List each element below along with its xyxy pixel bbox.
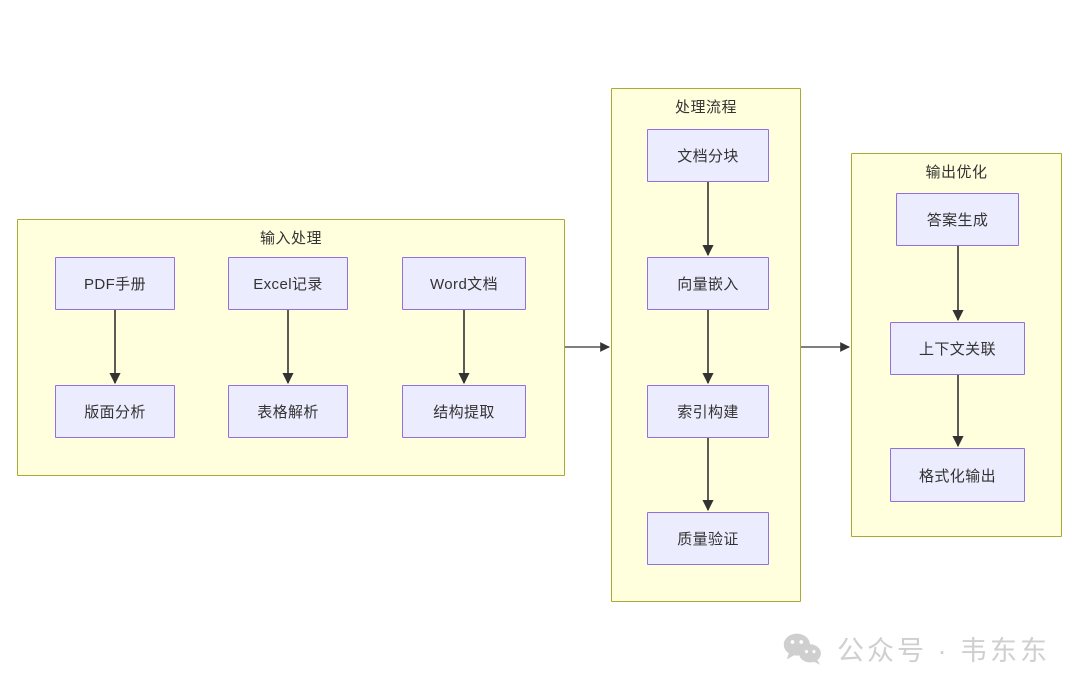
watermark-text: 公众号 · 韦东东 (837, 636, 1050, 666)
cluster-title-processing-flow: 处理流程 (674, 99, 737, 116)
node-structure-extraction[interactable]: 结构提取 (402, 385, 526, 438)
node-document-chunking[interactable]: 文档分块 (647, 129, 769, 182)
watermark: 公众号 · 韦东东 (782, 629, 1050, 668)
wechat-icon (783, 633, 821, 665)
node-formatted-output[interactable]: 格式化输出 (890, 448, 1025, 502)
node-word-document[interactable]: Word文档 (402, 257, 526, 310)
node-table-parsing[interactable]: 表格解析 (228, 385, 348, 438)
node-quality-verification[interactable]: 质量验证 (647, 512, 769, 565)
node-excel-record[interactable]: Excel记录 (228, 257, 348, 310)
node-index-building[interactable]: 索引构建 (647, 385, 769, 438)
cluster-title-output-optimization: 输出优化 (925, 164, 988, 181)
node-context-association[interactable]: 上下文关联 (890, 322, 1025, 375)
node-answer-generation[interactable]: 答案生成 (896, 193, 1019, 246)
node-pdf-manual[interactable]: PDF手册 (55, 257, 175, 310)
cluster-title-input-processing: 输入处理 (259, 230, 322, 247)
node-vector-embedding[interactable]: 向量嵌入 (647, 257, 769, 310)
node-layout-analysis[interactable]: 版面分析 (55, 385, 175, 438)
